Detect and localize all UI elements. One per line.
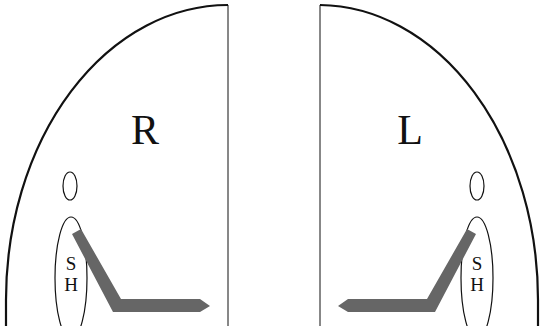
structure-label: S H xyxy=(62,254,81,296)
small-ellipse xyxy=(63,172,77,200)
text-holder: R xyxy=(131,107,159,153)
right-hemisphere: R S H xyxy=(0,0,230,326)
hemisphere-label: R xyxy=(131,107,159,153)
left-hemisphere: L S H xyxy=(318,0,542,326)
gray-arrow xyxy=(72,229,210,312)
small-ellipse xyxy=(470,172,484,200)
right-hemisphere-outline xyxy=(0,0,230,326)
structure-label: S H xyxy=(468,254,487,296)
hemisphere-arc xyxy=(320,5,538,326)
left-hemisphere-outline xyxy=(318,0,542,326)
gray-arrow xyxy=(338,229,476,312)
hemisphere-label: L xyxy=(397,107,423,153)
hemisphere-arc xyxy=(6,5,228,326)
midline xyxy=(320,5,321,326)
midline xyxy=(228,5,229,326)
text-holder: S H xyxy=(54,254,88,296)
text-holder: S H xyxy=(460,254,494,296)
text-holder: L xyxy=(397,107,423,153)
